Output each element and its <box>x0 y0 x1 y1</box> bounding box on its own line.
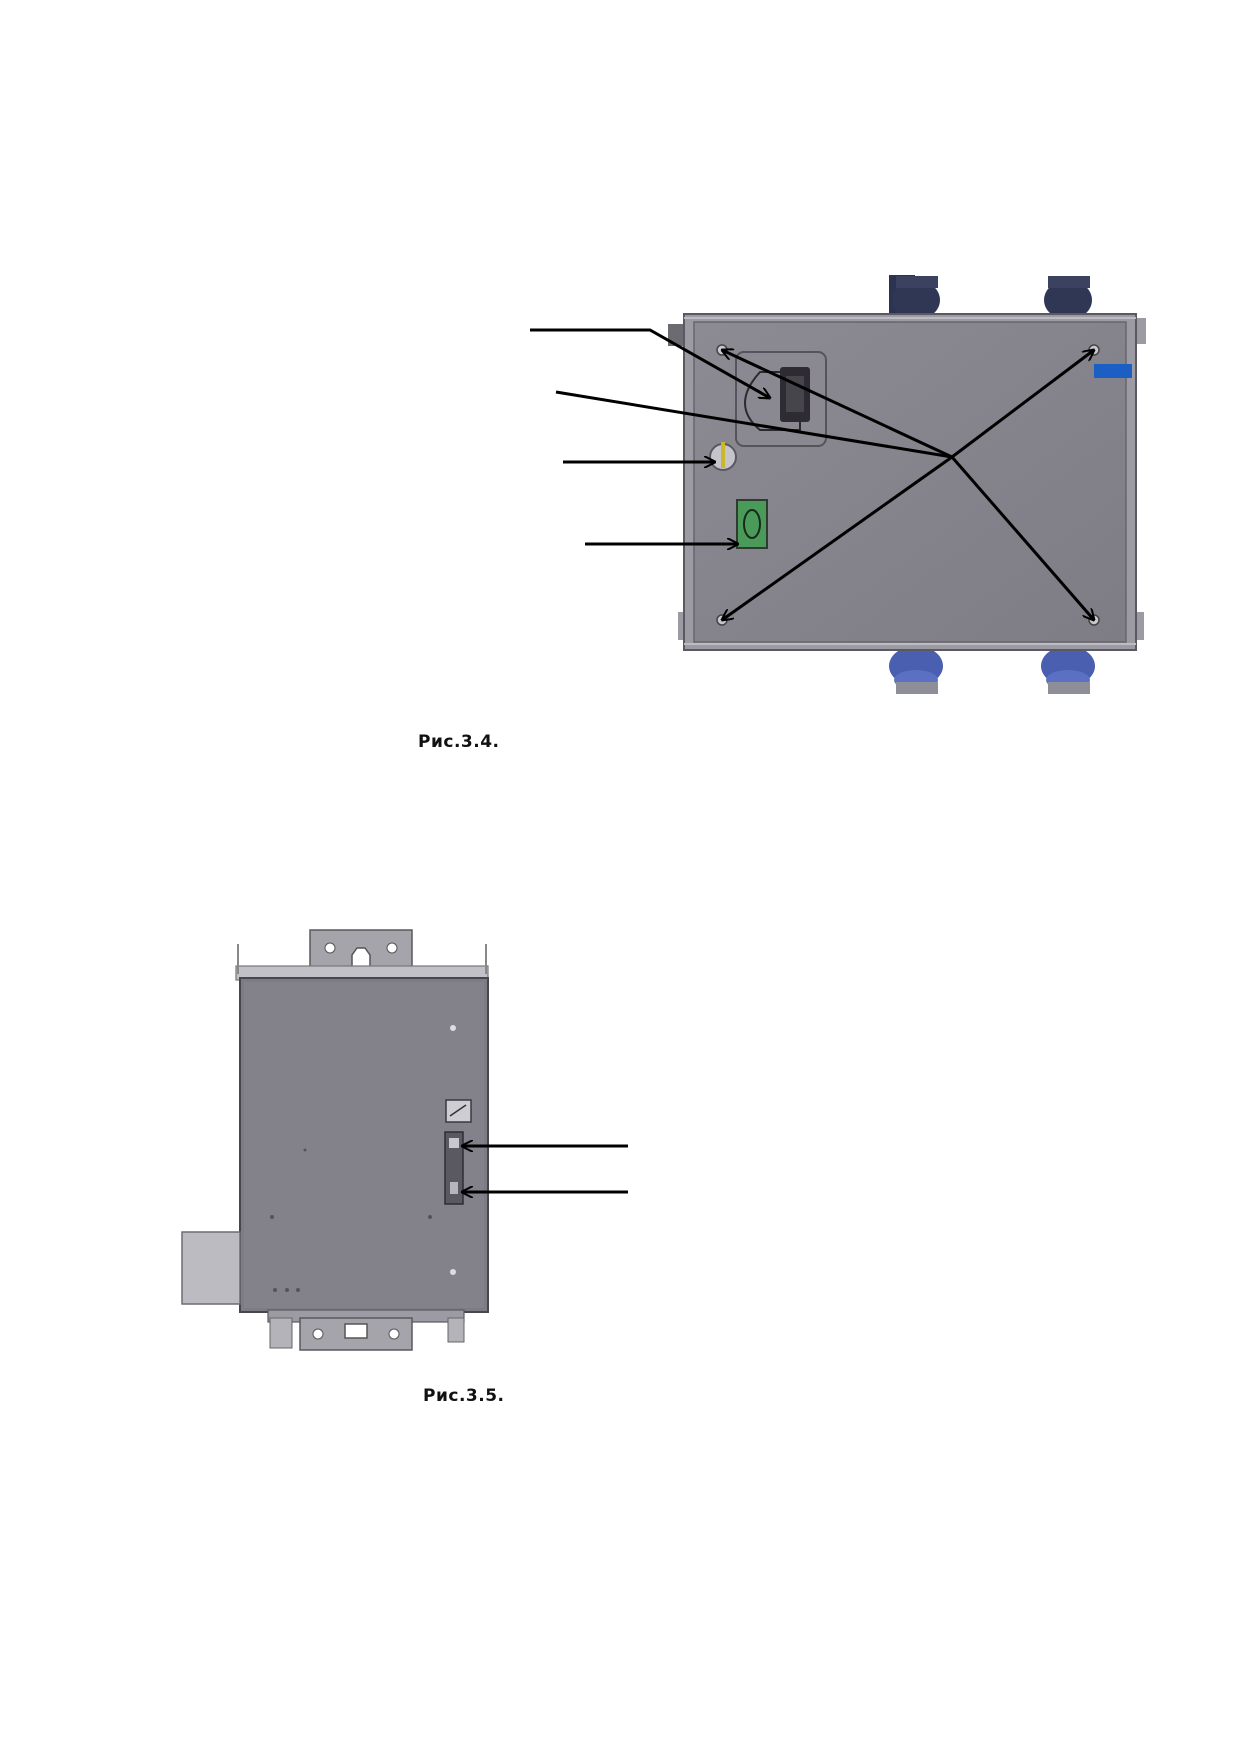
mounting-bracket-top <box>309 929 413 973</box>
callout-leader-screws <box>555 390 953 459</box>
insulator-bottom-left <box>889 646 943 694</box>
side-box <box>181 1231 241 1305</box>
operating-handle <box>735 351 827 447</box>
figure-caption: Рис.3.5. <box>423 1386 505 1406</box>
insulator-top-left <box>889 275 940 320</box>
slot-indicator <box>444 1131 464 1205</box>
blue-label <box>1094 364 1132 378</box>
callout-arrow-screw-tl <box>722 350 953 459</box>
callout-arrow-screw-br <box>950 456 1094 620</box>
insulator-bottom-right <box>1041 646 1095 694</box>
position-indicator <box>736 499 768 549</box>
insulator-top-right <box>1044 276 1092 320</box>
callout-arrows-fig35 <box>462 1146 628 1192</box>
enclosure-side-panel <box>239 977 489 1313</box>
hinge-top-left <box>668 324 684 346</box>
figure-caption: Рис.3.4. <box>418 732 500 752</box>
mounting-bracket-bottom <box>267 1309 465 1351</box>
counter-window <box>445 1099 472 1123</box>
top-rail <box>235 965 489 981</box>
callout-arrow-handle <box>530 328 770 398</box>
screw-icon <box>450 1269 456 1275</box>
screw-icon <box>450 1025 456 1031</box>
callout-arrow-screw-tr <box>951 350 1094 459</box>
callout-arrows <box>530 328 1094 620</box>
callout-arrow-screw-bl <box>722 455 953 620</box>
figure-3-4-drawing <box>530 275 1146 694</box>
